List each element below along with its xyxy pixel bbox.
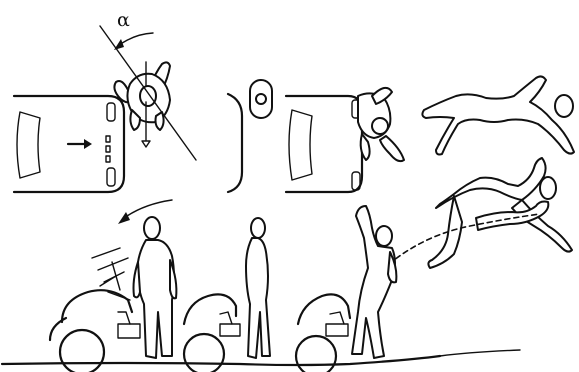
standing-pedestrian-2 [246, 218, 270, 358]
car-side-view-3 [296, 294, 350, 372]
pedestrian-top-view-2 [250, 80, 272, 118]
car-side-view-1 [50, 290, 140, 372]
thrown-pedestrian-side-view [428, 158, 572, 268]
pedestrian-on-hood-top-view [358, 88, 404, 161]
motion-arrow [68, 139, 92, 149]
thrown-pedestrian-top-view [422, 76, 574, 154]
car-top-view-2 [286, 96, 362, 192]
struck-pedestrian-arm-raised [352, 206, 396, 358]
pedestrian-top-view-1 [114, 62, 170, 130]
car-side-view-2 [184, 294, 240, 372]
angle-arc [114, 33, 153, 50]
angle-alpha-label: α [117, 9, 130, 31]
car-rear-outline [228, 94, 242, 192]
impact-angle-line [100, 26, 196, 160]
bonnet-swing-arrow [118, 200, 172, 224]
